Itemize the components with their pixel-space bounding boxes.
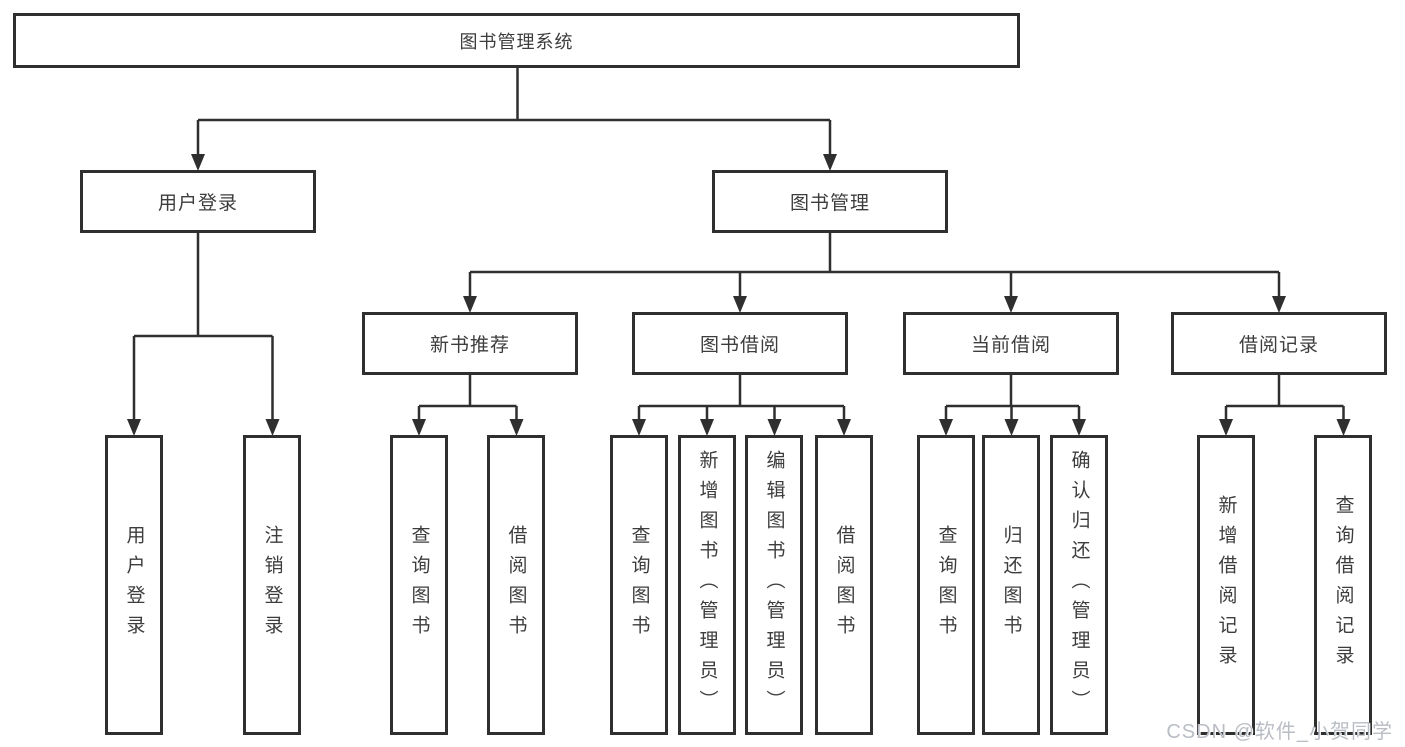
leaf-label: 查询图书 [408, 525, 430, 645]
leaf-return-books: 归还图书 [982, 435, 1040, 735]
node-book-management: 图书管理 [712, 170, 948, 233]
node-new-book-recommendation: 新书推荐 [362, 312, 578, 375]
node-label: 当前借阅 [970, 335, 1051, 356]
node-borrowing-records: 借阅记录 [1171, 312, 1387, 375]
leaf-label: 用户登录 [123, 525, 145, 645]
node-label: 图书管理系统 [459, 31, 574, 52]
leaf-confirm-return-admin: 确认归还（管理员） [1050, 435, 1108, 735]
leaf-user-login: 用户登录 [105, 435, 163, 735]
node-label: 图书借阅 [699, 335, 780, 356]
node-label: 用户登录 [157, 193, 238, 214]
leaf-query-books-1: 查询图书 [390, 435, 448, 735]
leaf-borrow-books-1: 借阅图书 [487, 435, 545, 735]
node-book-borrowing: 图书借阅 [632, 312, 848, 375]
node-label: 新书推荐 [429, 335, 510, 356]
leaf-label: 编辑图书（管理员） [763, 450, 785, 720]
node-current-borrowing: 当前借阅 [903, 312, 1119, 375]
leaf-label: 新增借阅记录 [1215, 495, 1237, 675]
leaf-query-books-2: 查询图书 [610, 435, 668, 735]
node-label: 图书管理 [789, 193, 870, 214]
leaf-label: 新增图书（管理员） [696, 450, 718, 720]
leaf-borrow-books-2: 借阅图书 [815, 435, 873, 735]
leaf-label: 查询借阅记录 [1332, 495, 1354, 675]
leaf-add-books-admin: 新增图书（管理员） [678, 435, 736, 735]
node-user-login: 用户登录 [80, 170, 316, 233]
leaf-logout: 注销登录 [243, 435, 301, 735]
leaf-label: 归还图书 [1000, 525, 1022, 645]
leaf-label: 查询图书 [935, 525, 957, 645]
leaf-label: 借阅图书 [505, 525, 527, 645]
leaf-label: 确认归还（管理员） [1068, 450, 1090, 720]
leaf-query-borrow-record: 查询借阅记录 [1314, 435, 1372, 735]
leaf-label: 注销登录 [261, 525, 283, 645]
node-library-management-system: 图书管理系统 [13, 13, 1020, 68]
leaf-edit-books-admin: 编辑图书（管理员） [745, 435, 803, 735]
leaf-query-books-3: 查询图书 [917, 435, 975, 735]
node-label: 借阅记录 [1238, 335, 1319, 356]
csdn-watermark: CSDN @软件_小贺同学 [1166, 721, 1393, 743]
leaf-label: 查询图书 [628, 525, 650, 645]
leaf-label: 借阅图书 [833, 525, 855, 645]
leaf-add-borrow-record: 新增借阅记录 [1197, 435, 1255, 735]
